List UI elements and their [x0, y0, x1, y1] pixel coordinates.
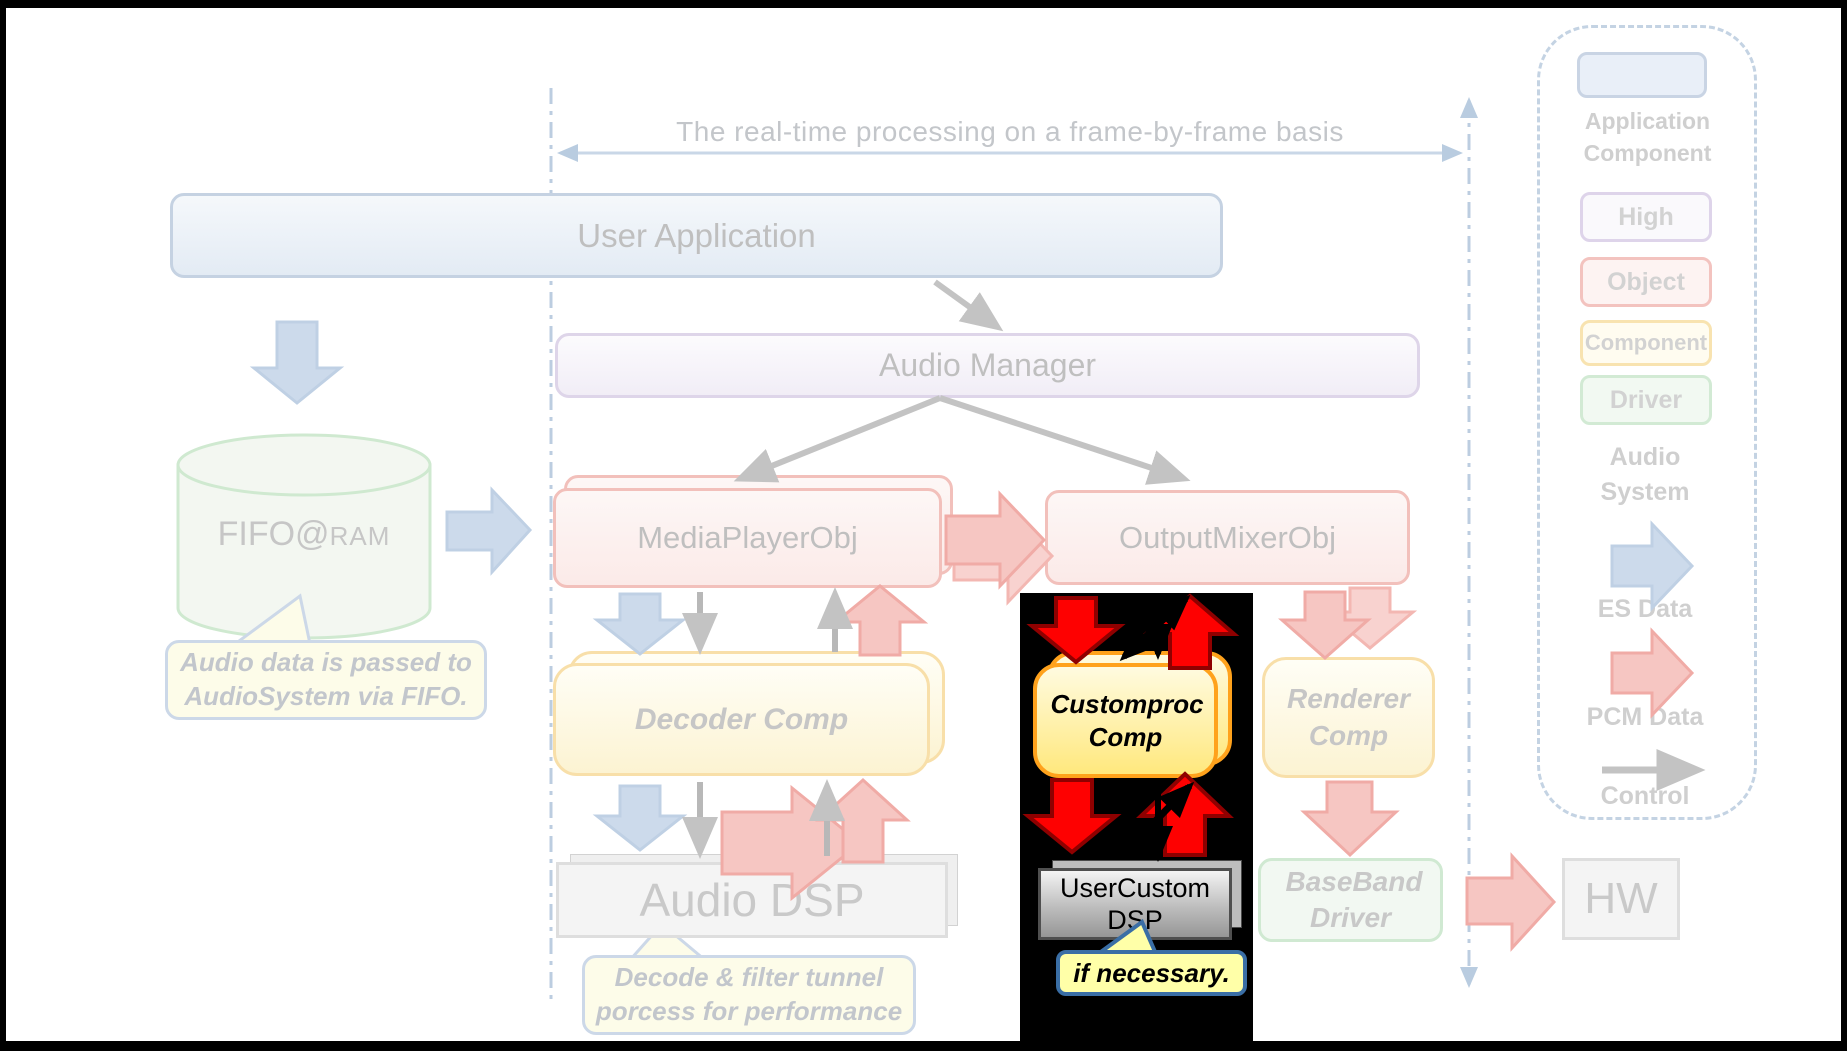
legend-object: Object — [1580, 257, 1712, 307]
pcm-arrow-mixer-to-renderer — [1278, 590, 1372, 661]
control-arrow-manager-to-mixer — [939, 395, 1191, 485]
legend-audio-system-label: Audio System — [1585, 440, 1705, 510]
legend-high-label: High — [1618, 202, 1674, 231]
legend-pcm-data-label: PCM Data — [1580, 703, 1710, 732]
node-renderer: Renderer Comp — [1262, 657, 1435, 778]
hl-pcm-arrow-down-bottom — [1022, 778, 1122, 855]
pcm-arrow-renderer-to-baseband — [1300, 780, 1400, 858]
legend-application-component-label: Application Component — [1545, 105, 1750, 169]
fifo-label-sub: RAM — [329, 521, 391, 551]
fifo-cylinder-top — [176, 433, 432, 497]
node-hw: HW — [1562, 858, 1680, 940]
fifo-label: FIFO@RAM — [178, 515, 430, 554]
customproc-label: Customproc Comp — [1050, 689, 1204, 752]
es-arrow-fifo-to-mediaplayer — [445, 486, 533, 576]
fifo-note-callout: Audio data is passed to AudioSystem via … — [165, 640, 487, 720]
pcm-arrow-decoder-to-mediaplayer — [831, 584, 929, 657]
node-customproc: Customproc Comp — [1033, 663, 1218, 778]
node-decoder: Decoder Comp — [553, 663, 930, 776]
audio-dsp-label: Audio DSP — [639, 874, 865, 926]
legend-audio-system-text: Audio System — [1600, 443, 1690, 506]
legend-pcm-data-text: PCM Data — [1586, 703, 1704, 731]
media-player-label: MediaPlayerObj — [637, 520, 858, 555]
dsp-note-text: Decode & filter tunnel porcess for perfo… — [595, 962, 903, 1026]
node-baseband-driver: BaseBand Driver — [1258, 858, 1443, 942]
legend-panel — [1537, 25, 1757, 820]
legend-pcm-arrow — [1610, 627, 1695, 719]
legend-sample-application — [1577, 52, 1707, 98]
legend-es-data-label: ES Data — [1585, 595, 1705, 624]
node-audio-manager: Audio Manager — [555, 333, 1420, 398]
control-arrow-manager-to-mediaplayer — [733, 395, 942, 483]
hw-label: HW — [1584, 874, 1658, 923]
output-mixer-label: OutputMixerObj — [1118, 519, 1337, 555]
node-media-player: MediaPlayerObj — [553, 488, 942, 588]
control-arrow-app-to-manager — [933, 279, 1004, 332]
custom-note-text: if necessary. — [1073, 957, 1230, 988]
legend-es-arrow — [1610, 520, 1695, 612]
es-arrow-mediaplayer-to-decoder — [592, 592, 688, 656]
decoder-label: Decoder Comp — [634, 702, 849, 736]
audio-manager-label: Audio Manager — [878, 347, 1097, 383]
legend-object-label: Object — [1607, 267, 1685, 296]
pcm-arrow-mediaplayer-to-mixer — [944, 490, 1047, 590]
user-application-label: User Application — [577, 216, 816, 254]
legend-high: High — [1580, 192, 1712, 242]
user-custom-dsp-label: UserCustom DSP — [1059, 872, 1211, 935]
legend-es-data-text: ES Data — [1597, 595, 1693, 623]
fifo-label-main: FIFO@ — [217, 515, 330, 553]
legend-driver: Driver — [1580, 375, 1712, 425]
legend-component-label: Component — [1584, 330, 1708, 355]
renderer-label: Renderer Comp — [1287, 683, 1410, 751]
hl-pcm-arrow-down-top — [1026, 596, 1126, 665]
es-arrow-decoder-to-dsp — [592, 784, 688, 852]
pcm-arrow-baseband-to-hw — [1465, 852, 1557, 952]
es-arrow-app-to-fifo — [249, 320, 345, 405]
dsp-note-callout: Decode & filter tunnel porcess for perfo… — [582, 955, 916, 1035]
node-user-application: User Application — [170, 193, 1223, 278]
realtime-span-title: The real-time processing on a frame-by-f… — [676, 116, 1344, 147]
legend-application-component-text: Application Component — [1583, 108, 1712, 167]
custom-note-callout: if necessary. — [1056, 950, 1247, 996]
legend-component: Component — [1580, 320, 1712, 366]
fifo-note-text: Audio data is passed to AudioSystem via … — [180, 647, 472, 711]
legend-driver-label: Driver — [1609, 385, 1683, 414]
node-output-mixer: OutputMixerObj — [1045, 490, 1410, 585]
baseband-label: BaseBand Driver — [1285, 865, 1423, 933]
